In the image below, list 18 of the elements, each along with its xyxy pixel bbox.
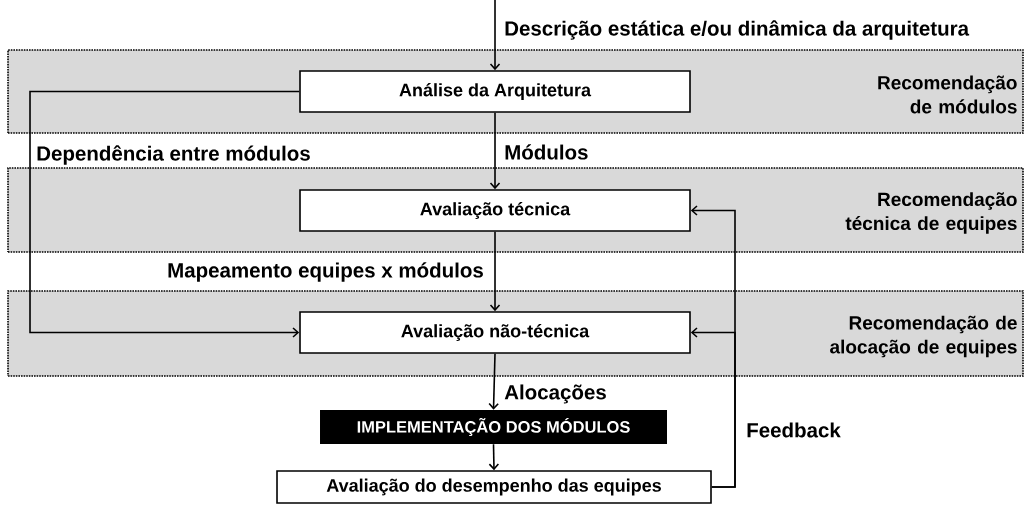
arrow bbox=[489, 0, 501, 71]
edge-label: Dependência entre módulos bbox=[35, 144, 312, 166]
arrow bbox=[690, 327, 736, 488]
process-box: Avaliação do desempenho das equipes bbox=[276, 470, 712, 504]
edge-label: Módulos bbox=[503, 143, 590, 161]
process-box: Análise da Arquitetura bbox=[299, 70, 691, 113]
arrow bbox=[488, 443, 500, 471]
edge-label: Descrição estática e/ou dinâmica da arquitetura bbox=[503, 19, 971, 41]
process-box: Avaliação técnica bbox=[299, 189, 691, 232]
edge-label: Alocações bbox=[503, 383, 608, 405]
process-box: Avaliação não-técnica bbox=[299, 311, 691, 354]
arrow bbox=[489, 112, 501, 190]
arrow bbox=[29, 90, 300, 338]
arrow bbox=[489, 231, 501, 312]
arrow bbox=[488, 353, 499, 410]
edge-label: Feedback bbox=[745, 421, 842, 439]
process-box: IMPLEMENTAÇÃO DOS MÓDULOS bbox=[320, 410, 667, 444]
edge-label: Mapeamento equipes x módulos bbox=[166, 261, 485, 283]
